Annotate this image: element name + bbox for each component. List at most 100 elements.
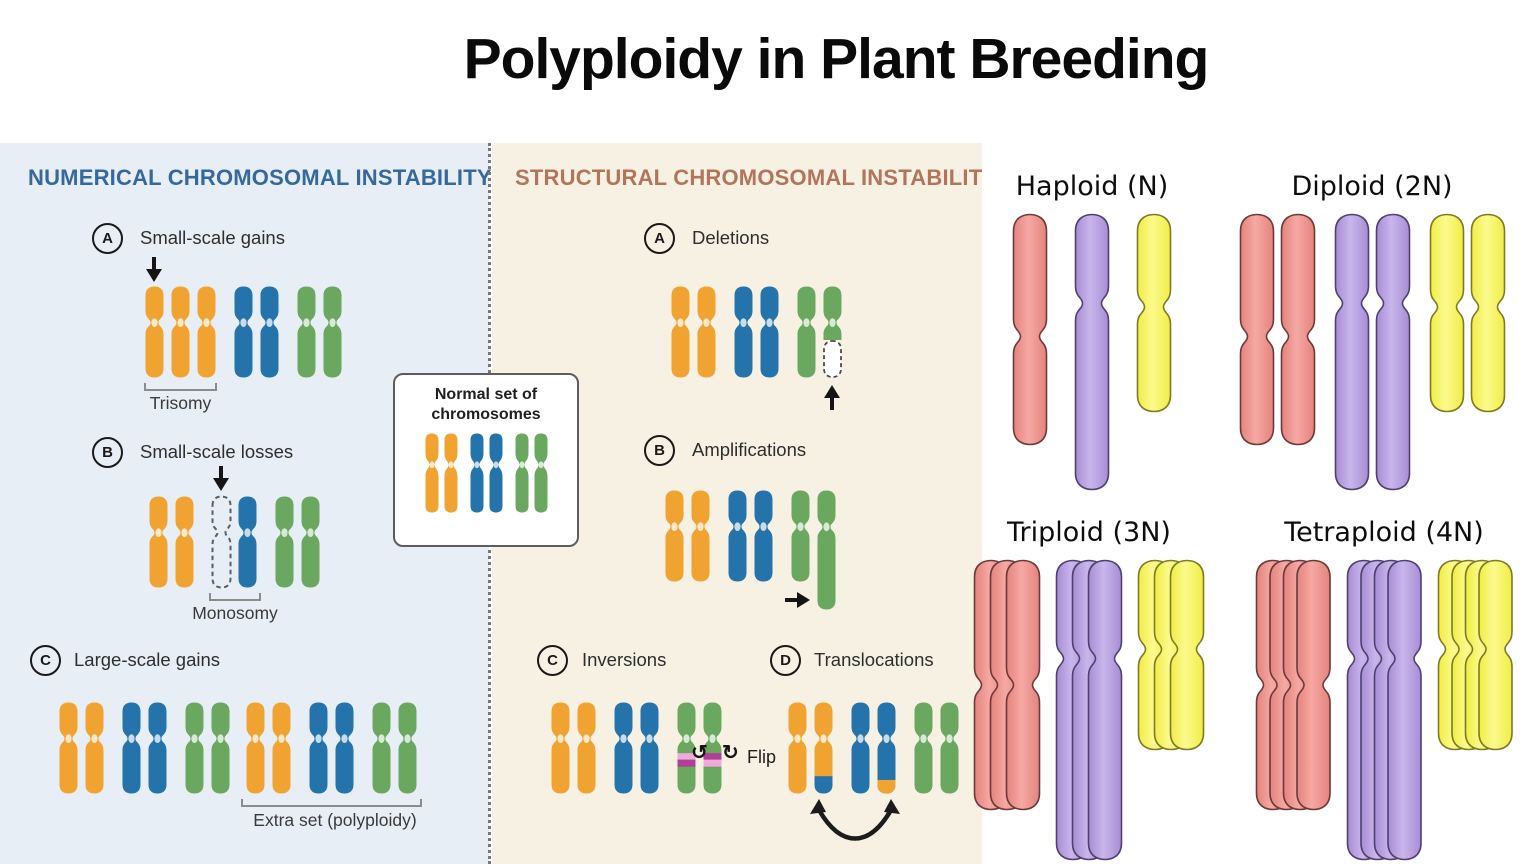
pink-chromosome-set: [1239, 213, 1315, 446]
amplifications-chromosome-row: [664, 489, 837, 611]
chromosome-green: [323, 286, 342, 378]
right-arrow-icon: [784, 591, 810, 609]
chromosome-orange: [577, 702, 596, 794]
numerical-heading: NUMERICAL CHROMOSOMAL INSTABILITY: [28, 165, 492, 190]
chromosome-green: [398, 702, 417, 794]
badge-c-large-scale-gains: C: [30, 645, 61, 676]
badge-a-deletions: A: [644, 223, 675, 254]
chromosome-blue: [614, 702, 633, 794]
badge-b-amplifications: B: [644, 435, 675, 466]
haploid-group: Haploid (N): [982, 171, 1202, 491]
monosomy-chromosome-row: Monosomy: [148, 466, 321, 623]
purple-chromosome-set: [1334, 213, 1410, 491]
chromosome-blue: [640, 702, 659, 794]
rotate-right-icon: ↻: [722, 742, 739, 764]
page-title: Polyploidy in Plant Breeding: [463, 27, 1210, 91]
chromosome-blue: [238, 496, 257, 588]
label-small-scale-losses: Small-scale losses: [140, 441, 294, 462]
yellow-chromosome-set: [1437, 559, 1513, 751]
chromosome-orange: [85, 702, 104, 794]
chromosome-orange: [197, 286, 216, 378]
chromosome-orange: [171, 286, 190, 378]
chromosome-green: [275, 496, 294, 588]
chromosome-orange: [691, 490, 710, 582]
monosomy-caption: Monosomy: [192, 603, 278, 623]
normal-set-mini-chromosome-row: [395, 432, 577, 514]
label-inversions: Inversions: [582, 649, 667, 670]
up-arrow-icon: [823, 385, 841, 411]
chromosome-blue: [489, 433, 502, 513]
label-deletions: Deletions: [692, 227, 770, 248]
extra-set-bracket: [241, 799, 422, 807]
chromosome-blue: [335, 702, 354, 794]
content-area: NUMERICAL CHROMOSOMAL INSTABILITY A Smal…: [0, 143, 1536, 864]
chromosome-blue: [309, 702, 328, 794]
triploid-chromosome-row: [964, 559, 1214, 861]
purple-chromosome-set: [1346, 559, 1422, 861]
tetraploid-group: Tetraploid (4N): [1234, 517, 1534, 861]
chromosome-orange: [697, 286, 716, 378]
haploid-label: Haploid (N): [1015, 171, 1169, 202]
purple-chromosome-set: [1074, 213, 1110, 491]
yellow-chromosome-set: [1136, 213, 1172, 413]
inversions-chromosome-row: ↺ ↻ Flip: [550, 701, 776, 795]
chromosome-green_band_flipped: [703, 702, 722, 794]
chromosome-blue: [728, 490, 747, 582]
yellow-chromosome-set: [1137, 559, 1205, 751]
chromosome-blue: [148, 702, 167, 794]
chromosome-blue: [122, 702, 141, 794]
badge-d-translocations: D: [770, 645, 801, 676]
chromosome-green: [185, 702, 204, 794]
deletions-chromosome-row: [670, 285, 843, 410]
chromosome-blue: [754, 490, 773, 582]
chromosome-ghost: [211, 495, 232, 589]
tetraploid-label: Tetraploid (4N): [1284, 517, 1484, 548]
pink-chromosome-set: [973, 559, 1041, 811]
label-translocations: Translocations: [814, 649, 934, 670]
monosomy-bracket: [209, 593, 261, 601]
chromosome-blue: [734, 286, 753, 378]
chromosome-orange: [149, 496, 168, 588]
chromosome-orange_blue_tip: [814, 702, 833, 794]
normal-set-chromosome-row: [58, 701, 231, 795]
trisomy-chromosome-row: Trisomy: [144, 257, 343, 413]
chromosome-blue: [760, 286, 779, 378]
chromosome-green: [797, 286, 816, 378]
chromosome-green: [940, 702, 959, 794]
structural-heading: STRUCTURAL CHROMOSOMAL INSTABILITY: [515, 165, 998, 190]
normal-set-box: Normal set of chromosomes: [393, 373, 579, 547]
chromosome-green: [297, 286, 316, 378]
label-small-scale-gains: Small-scale gains: [140, 227, 285, 248]
chromosome-orange: [444, 433, 457, 513]
extra-set-chromosome-row: Extra set (polyploidy): [241, 701, 422, 830]
chromosome-orange: [665, 490, 684, 582]
haploid-chromosome-row: [982, 213, 1202, 491]
chromosome-blue: [470, 433, 483, 513]
ploidy-panel: Haploid (N) Diploid (2N) Triploid (3N) T…: [973, 143, 1536, 864]
chromosome-green: [211, 702, 230, 794]
tetraploid-chromosome-row: [1234, 559, 1534, 861]
chromosome-orange: [59, 702, 78, 794]
diploid-group: Diploid (2N): [1222, 171, 1522, 491]
badge-a-small-scale-gains: A: [92, 223, 123, 254]
chromosome-green: [515, 433, 528, 513]
extra-set-caption: Extra set (polyploidy): [253, 810, 417, 830]
triploid-label: Triploid (3N): [1007, 517, 1171, 548]
triploid-group: Triploid (3N): [964, 517, 1214, 861]
down-arrow-icon: [212, 465, 230, 491]
diploid-chromosome-row: [1222, 213, 1522, 491]
chromosome-green: [372, 702, 391, 794]
purple-chromosome-set: [1055, 559, 1123, 861]
chromosome-blue: [260, 286, 279, 378]
chromosome-green: [914, 702, 933, 794]
chromosome-green: [534, 433, 547, 513]
trisomy-caption: Trisomy: [149, 393, 212, 413]
chromosome-green_amplified: [817, 490, 836, 610]
label-large-scale-gains: Large-scale gains: [74, 649, 221, 670]
chromosome-green: [791, 490, 810, 582]
badge-c-inversions: C: [537, 645, 568, 676]
chromosome-green_deleted: [823, 286, 842, 378]
trisomy-bracket: [144, 383, 217, 391]
pink-chromosome-set: [1255, 559, 1331, 811]
